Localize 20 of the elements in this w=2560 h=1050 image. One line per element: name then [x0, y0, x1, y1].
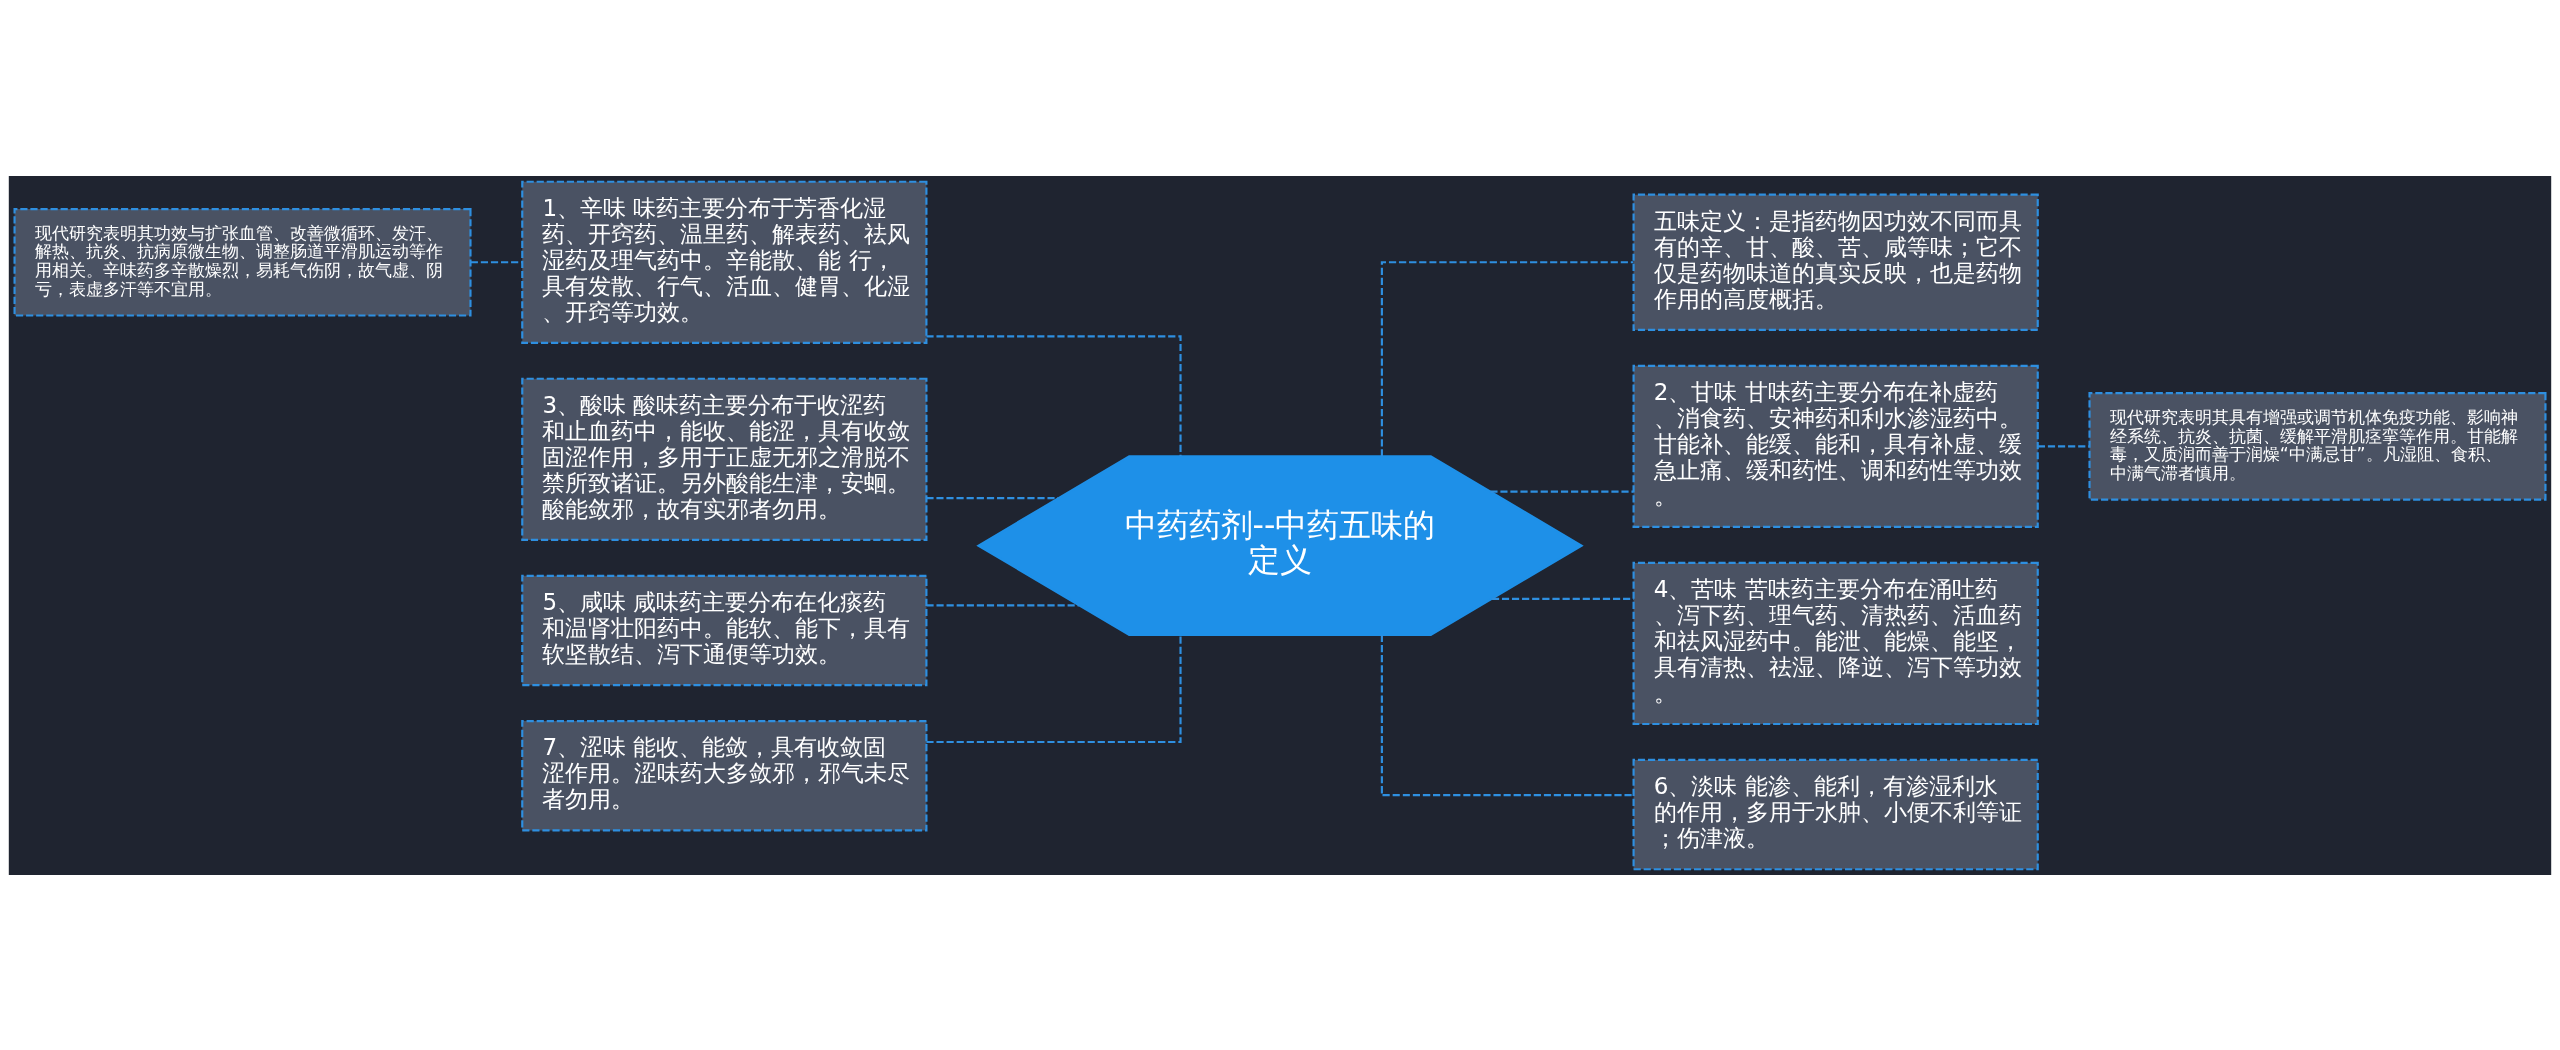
- node-box: 4、苦味 苦味药主要分布在涌吐药、泻下药、理气药、清热药、活血药和祛风湿药中。能泄、能燥、能坚，具有清热、祛湿、降逆、泻下等功效。: [1632, 561, 2039, 725]
- connector: [926, 496, 1059, 499]
- node-box: 1、辛味 味药主要分布于芳香化湿药、开窍药、温里药、解表药、祛风湿药及理气药中。辛能散、能 行，具有发散、行气、活血、健胃、化湿、开窍等功效。: [521, 180, 928, 344]
- connector: [926, 603, 1079, 606]
- node-box: 7、涩味 能收、能敛，具有收敛固涩作用。涩味药大多敛邪，邪气未尽者勿用。: [521, 719, 928, 831]
- node-box: 五味定义：是指药物因功效不同而具有的辛、甘、酸、苦、咸等味；它不仅是药物味道的真实反映，也是药物作用的高度概括。: [1632, 193, 2039, 331]
- node-box: 现代研究表明其功效与扩张血管、改善微循环、发汗、解热、抗炎、抗病原微生物、调整肠道平滑肌运动等作用相关。辛味药多辛散燥烈，易耗气伤阴，故气虚、阴亏，表虚多汗等不宜用。: [13, 207, 472, 317]
- connector: [1492, 597, 1634, 600]
- connector: [1490, 490, 1634, 493]
- connector: [470, 260, 523, 263]
- connector: [1380, 260, 1634, 456]
- connector: [1380, 634, 1634, 796]
- node-box: 3、酸味 酸味药主要分布于收涩药和止血药中，能收、能涩，具有收敛固涩作用，多用于正虚无邪之滑脱不禁所致诸证。另外酸能生津，安蛔。酸能敛邪，故有实邪者勿用。: [521, 377, 928, 541]
- node-box: 现代研究表明其具有增强或调节机体免疫功能、影响神经系统、抗炎、抗菌、缓解平滑肌痉挛等作用。甘能解毒，又质润而善于润燥“中满忌甘”。凡湿阻、食积、中满气滞者慎用。: [2088, 391, 2547, 501]
- node-box: 2、甘味 甘味药主要分布在补虚药、消食药、安神药和利水渗湿药中。甘能补、能缓、能和，具有补虚、缓急止痛、缓和药性、调和药性等功效。: [1632, 364, 2039, 528]
- node-box: 6、淡味 能渗、能利，有渗湿利水的作用，多用于水肿、小便不利等证；伤津液。: [1632, 758, 2039, 870]
- connector: [2037, 444, 2090, 447]
- connector: [926, 334, 1182, 456]
- node-box: 5、咸味 咸味药主要分布在化痰药和温肾壮阳药中。能软、能下，具有软坚散结、泻下通便等功效。: [521, 574, 928, 686]
- connector: [926, 634, 1182, 743]
